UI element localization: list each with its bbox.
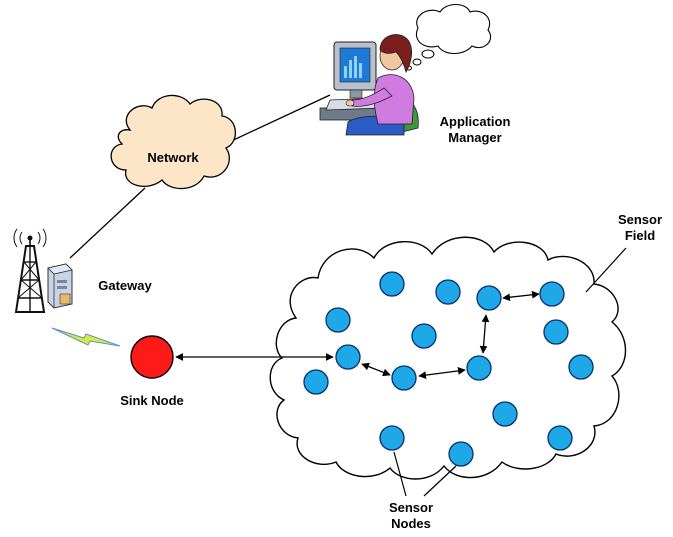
server-tower-icon [47, 263, 73, 309]
application-manager-label: Application Manager [432, 114, 518, 146]
sensor-nodes-label: Sensor Nodes [380, 500, 442, 532]
application-manager-label-line2: Manager [448, 130, 502, 145]
sensor-node [547, 425, 573, 451]
sensor-node [492, 401, 518, 427]
sink-node [130, 335, 174, 379]
sensor-node [335, 344, 361, 370]
sensor-node [568, 354, 594, 380]
gateway-label: Gateway [98, 278, 152, 293]
sensor-nodes-callout-2 [423, 465, 457, 497]
sensor-node [539, 281, 565, 307]
sensor-field-callout [585, 247, 627, 293]
sensor-node [448, 441, 474, 467]
sensor-node [543, 319, 569, 345]
sensor-node [466, 355, 492, 381]
application-manager-label-line1: Application [439, 114, 511, 129]
sensor-nodes-label-line1: Sensor [388, 500, 434, 515]
sensor-node [435, 279, 461, 305]
sensor-node [325, 307, 351, 333]
sensor-field-label-line1: Sensor [617, 212, 663, 227]
sensor-nodes-label-line2: Nodes [391, 516, 431, 531]
sensor-nodes-callout-1 [393, 451, 407, 497]
multihop-arrows [361, 290, 540, 379]
sensor-node [411, 323, 437, 349]
sensor-node [476, 285, 502, 311]
sensor-node [391, 365, 417, 391]
sensor-node [303, 369, 329, 395]
thought-cloud-icon [406, 3, 492, 71]
sensor-field-label-line2: Field [624, 228, 656, 243]
sensor-nodes [303, 271, 594, 467]
lightning-bolt-icon [51, 327, 121, 347]
sink-node-label: Sink Node [120, 393, 184, 408]
person-at-computer-icon [319, 34, 419, 136]
sensor-node [379, 271, 405, 297]
sensor-node [379, 425, 405, 451]
network-label: Network [147, 150, 199, 165]
gateway-to-network-link [69, 187, 146, 259]
network-cloud [110, 94, 236, 190]
sensor-field-label: Sensor Field [612, 212, 668, 244]
radio-tower-icon [13, 228, 47, 313]
